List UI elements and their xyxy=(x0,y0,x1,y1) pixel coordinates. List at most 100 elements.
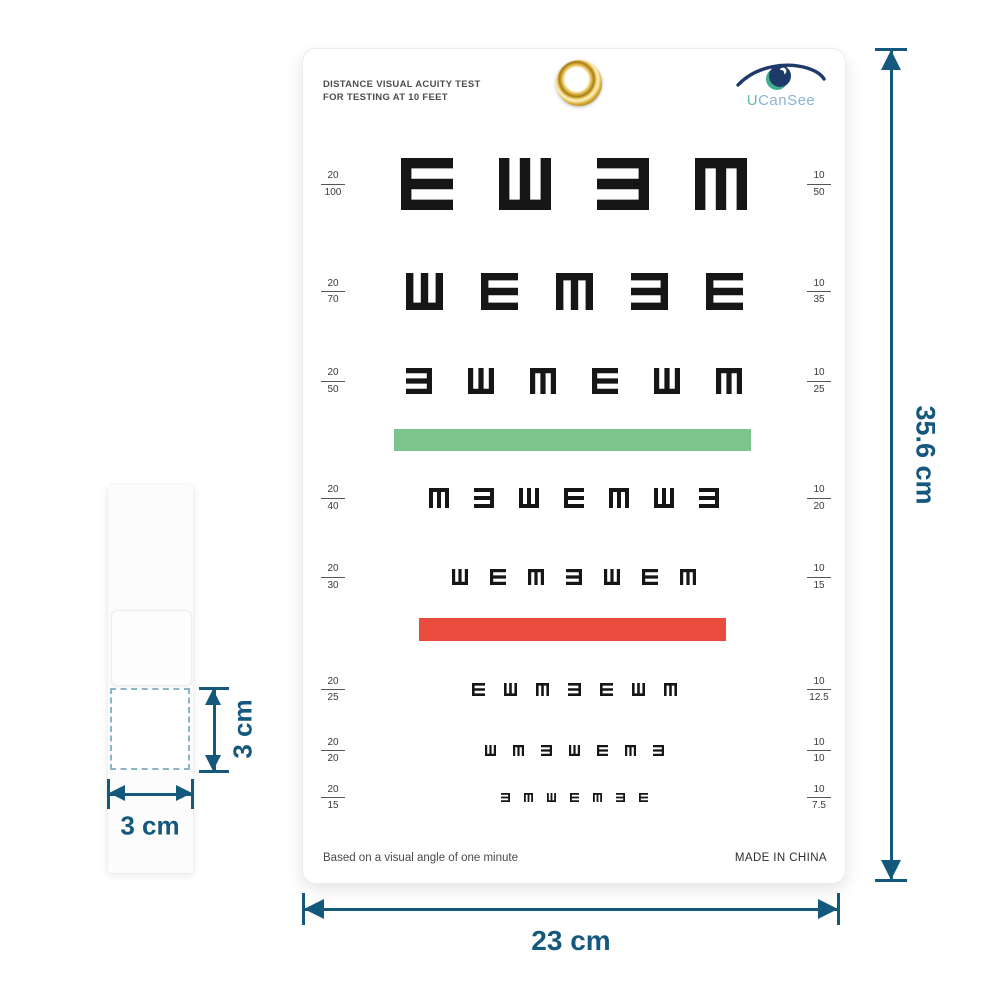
fraction-denominator: 20 xyxy=(327,753,339,764)
fraction-denominator: 10 xyxy=(813,753,825,764)
fraction-denominator: 30 xyxy=(327,579,339,591)
fraction-numerator: 20 xyxy=(327,563,339,574)
tumbling-e-down-icon xyxy=(609,488,629,508)
tumbling-e-left-icon xyxy=(630,273,668,310)
fraction-numerator: 10 xyxy=(813,277,825,289)
fraction-numerator: 20 xyxy=(327,367,339,378)
tumbling-e-left-icon xyxy=(406,368,432,394)
eye-logo-icon xyxy=(736,63,826,90)
arrow-up-icon xyxy=(881,50,901,70)
tumbling-e-right-icon xyxy=(596,745,608,756)
adhesive-pad xyxy=(111,610,192,686)
tumbling-e-up-icon xyxy=(484,745,496,756)
dimension-line xyxy=(110,792,191,796)
chart-title-line1: DISTANCE VISUAL ACUITY TEST xyxy=(323,79,481,90)
brand-logo: UCanSee xyxy=(731,61,831,109)
footer-note: Based on a visual angle of one minute xyxy=(323,852,518,864)
tumbling-e-right-icon xyxy=(480,273,518,310)
pad-width-dimension-label: 3 cm xyxy=(120,810,180,841)
tumbling-e-down-icon xyxy=(695,158,747,210)
chart-title: DISTANCE VISUAL ACUITY TEST FOR TESTING … xyxy=(323,79,481,105)
tumbling-e-up-icon xyxy=(503,683,517,696)
fraction-denominator: 20 xyxy=(813,500,825,512)
arrow-down-icon xyxy=(881,860,901,880)
fraction-numerator: 10 xyxy=(813,736,825,748)
fraction-rule xyxy=(321,497,345,499)
tumbling-e-left-icon xyxy=(566,569,582,585)
fraction-numerator: 10 xyxy=(813,563,825,574)
tumbling-e-up-icon xyxy=(568,745,580,756)
fraction-denominator: 15 xyxy=(813,579,825,591)
tumbling-e-right-icon xyxy=(569,793,579,802)
tumbling-e-down-icon xyxy=(716,368,742,394)
fraction-denominator: 7.5 xyxy=(812,800,826,811)
dimension-cap xyxy=(107,779,110,809)
dimension-line xyxy=(212,690,216,770)
arrow-right-icon xyxy=(818,899,838,919)
dimension-cap xyxy=(191,779,194,809)
fraction-denominator: 50 xyxy=(813,186,825,198)
pad-width-dimension-arrow xyxy=(107,779,194,809)
fraction-numerator: 10 xyxy=(813,367,825,378)
tumbling-e-down-icon xyxy=(523,793,533,802)
fraction-denominator: 100 xyxy=(324,186,342,198)
arrow-left-icon xyxy=(109,784,125,801)
fraction-rule xyxy=(807,576,831,578)
fraction-rule xyxy=(321,183,345,185)
tumbling-e-up-icon xyxy=(468,368,494,394)
tumbling-e-right-icon xyxy=(490,569,506,585)
dimension-line xyxy=(889,51,893,879)
tumbling-e-up-icon xyxy=(631,683,645,696)
tumbling-e-down-icon xyxy=(555,273,593,310)
fraction-rule xyxy=(807,689,831,690)
fraction-denominator: 70 xyxy=(327,294,339,305)
fraction-rule xyxy=(807,291,831,292)
fraction-denominator: 12.5 xyxy=(809,692,829,703)
red-bar xyxy=(419,618,726,641)
width-dimension-label: 23 cm xyxy=(531,925,611,956)
tumbling-e-down-icon xyxy=(624,745,636,756)
grommet-icon xyxy=(556,60,602,106)
tumbling-e-up-icon xyxy=(405,273,443,310)
fraction-rule xyxy=(807,183,831,185)
fraction-rule xyxy=(807,497,831,499)
fraction-denominator: 40 xyxy=(327,500,339,512)
dimension-cap xyxy=(199,687,229,690)
arrow-left-icon xyxy=(304,899,324,919)
dimension-cap xyxy=(199,770,229,773)
adhesive-pad-outline xyxy=(110,688,190,770)
tumbling-e-right-icon xyxy=(592,368,618,394)
fraction-rule xyxy=(321,576,345,578)
fraction-numerator: 20 xyxy=(327,783,339,795)
brand-name: UCanSee xyxy=(746,92,816,109)
fraction-rule xyxy=(321,291,345,292)
tumbling-e-up-icon xyxy=(519,488,539,508)
tumbling-e-right-icon xyxy=(705,273,743,310)
fraction-numerator: 10 xyxy=(813,484,825,495)
tumbling-e-left-icon xyxy=(474,488,494,508)
tumbling-e-down-icon xyxy=(512,745,524,756)
fraction-rule xyxy=(807,750,831,751)
tumbling-e-up-icon xyxy=(654,368,680,394)
dimension-cap xyxy=(875,48,907,51)
fraction-denominator: 15 xyxy=(327,800,339,811)
fraction-denominator: 25 xyxy=(813,383,825,395)
tumbling-e-down-icon xyxy=(663,683,677,696)
tumbling-e-up-icon xyxy=(604,569,620,585)
tumbling-e-left-icon xyxy=(652,745,664,756)
pad-height-dimension-arrow xyxy=(199,687,229,773)
fraction-numerator: 10 xyxy=(813,170,825,181)
height-dimension-label: 35.6 cm xyxy=(910,405,941,505)
fraction-numerator: 10 xyxy=(813,783,825,795)
